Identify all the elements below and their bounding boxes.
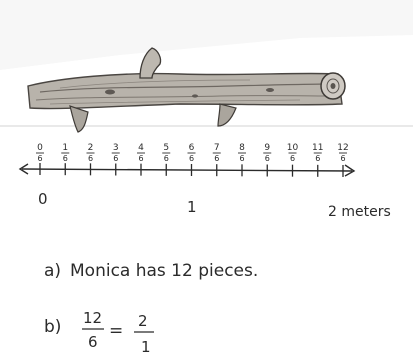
fraction-denominator: 6 xyxy=(239,154,244,163)
fraction-denominator: 6 xyxy=(290,154,295,163)
answer-a-text: Monica has 12 pieces. xyxy=(70,261,258,281)
answer-b-left-denominator: 6 xyxy=(88,333,98,351)
label-zero: 0 xyxy=(38,190,48,208)
fraction-denominator: 6 xyxy=(265,154,270,163)
fraction-denominator: 6 xyxy=(88,154,93,163)
fraction-denominator: 6 xyxy=(164,154,169,163)
fraction-denominator: 6 xyxy=(340,154,345,163)
label-one: 1 xyxy=(187,198,197,216)
fraction-denominator: 6 xyxy=(37,154,42,163)
fraction-numerator: 10 xyxy=(287,143,299,153)
fraction-numerator: 2 xyxy=(88,143,94,153)
fraction-numerator: 5 xyxy=(163,143,169,153)
fraction-numerator: 11 xyxy=(312,143,323,153)
fraction-denominator: 6 xyxy=(63,154,68,163)
fraction-numerator: 7 xyxy=(214,143,220,153)
fraction-numerator: 12 xyxy=(337,143,348,153)
fraction-numerator: 1 xyxy=(62,143,68,153)
label-two-meters: 2 meters xyxy=(328,204,391,220)
answer-b-right-denominator: 1 xyxy=(141,338,151,356)
answer-b-left-numerator: 12 xyxy=(83,309,102,327)
answer-b-marker: b) xyxy=(44,317,61,337)
fraction-numerator: 4 xyxy=(138,143,144,153)
fraction-denominator: 6 xyxy=(113,154,118,163)
fraction-numerator: 3 xyxy=(113,143,119,153)
fraction-numerator: 8 xyxy=(239,143,245,153)
fraction-numerator: 6 xyxy=(189,143,195,153)
fraction-denominator: 6 xyxy=(138,154,143,163)
fraction-denominator: 6 xyxy=(189,154,194,163)
fraction-numerator: 9 xyxy=(264,143,270,153)
fraction-numerator: 0 xyxy=(37,143,43,153)
fraction-denominator: 6 xyxy=(214,154,219,163)
answer-b-equals: = xyxy=(109,321,123,341)
fraction-denominator: 6 xyxy=(315,154,320,163)
answer-b-right-numerator: 2 xyxy=(138,312,148,330)
answer-a-marker: a) xyxy=(44,261,61,281)
